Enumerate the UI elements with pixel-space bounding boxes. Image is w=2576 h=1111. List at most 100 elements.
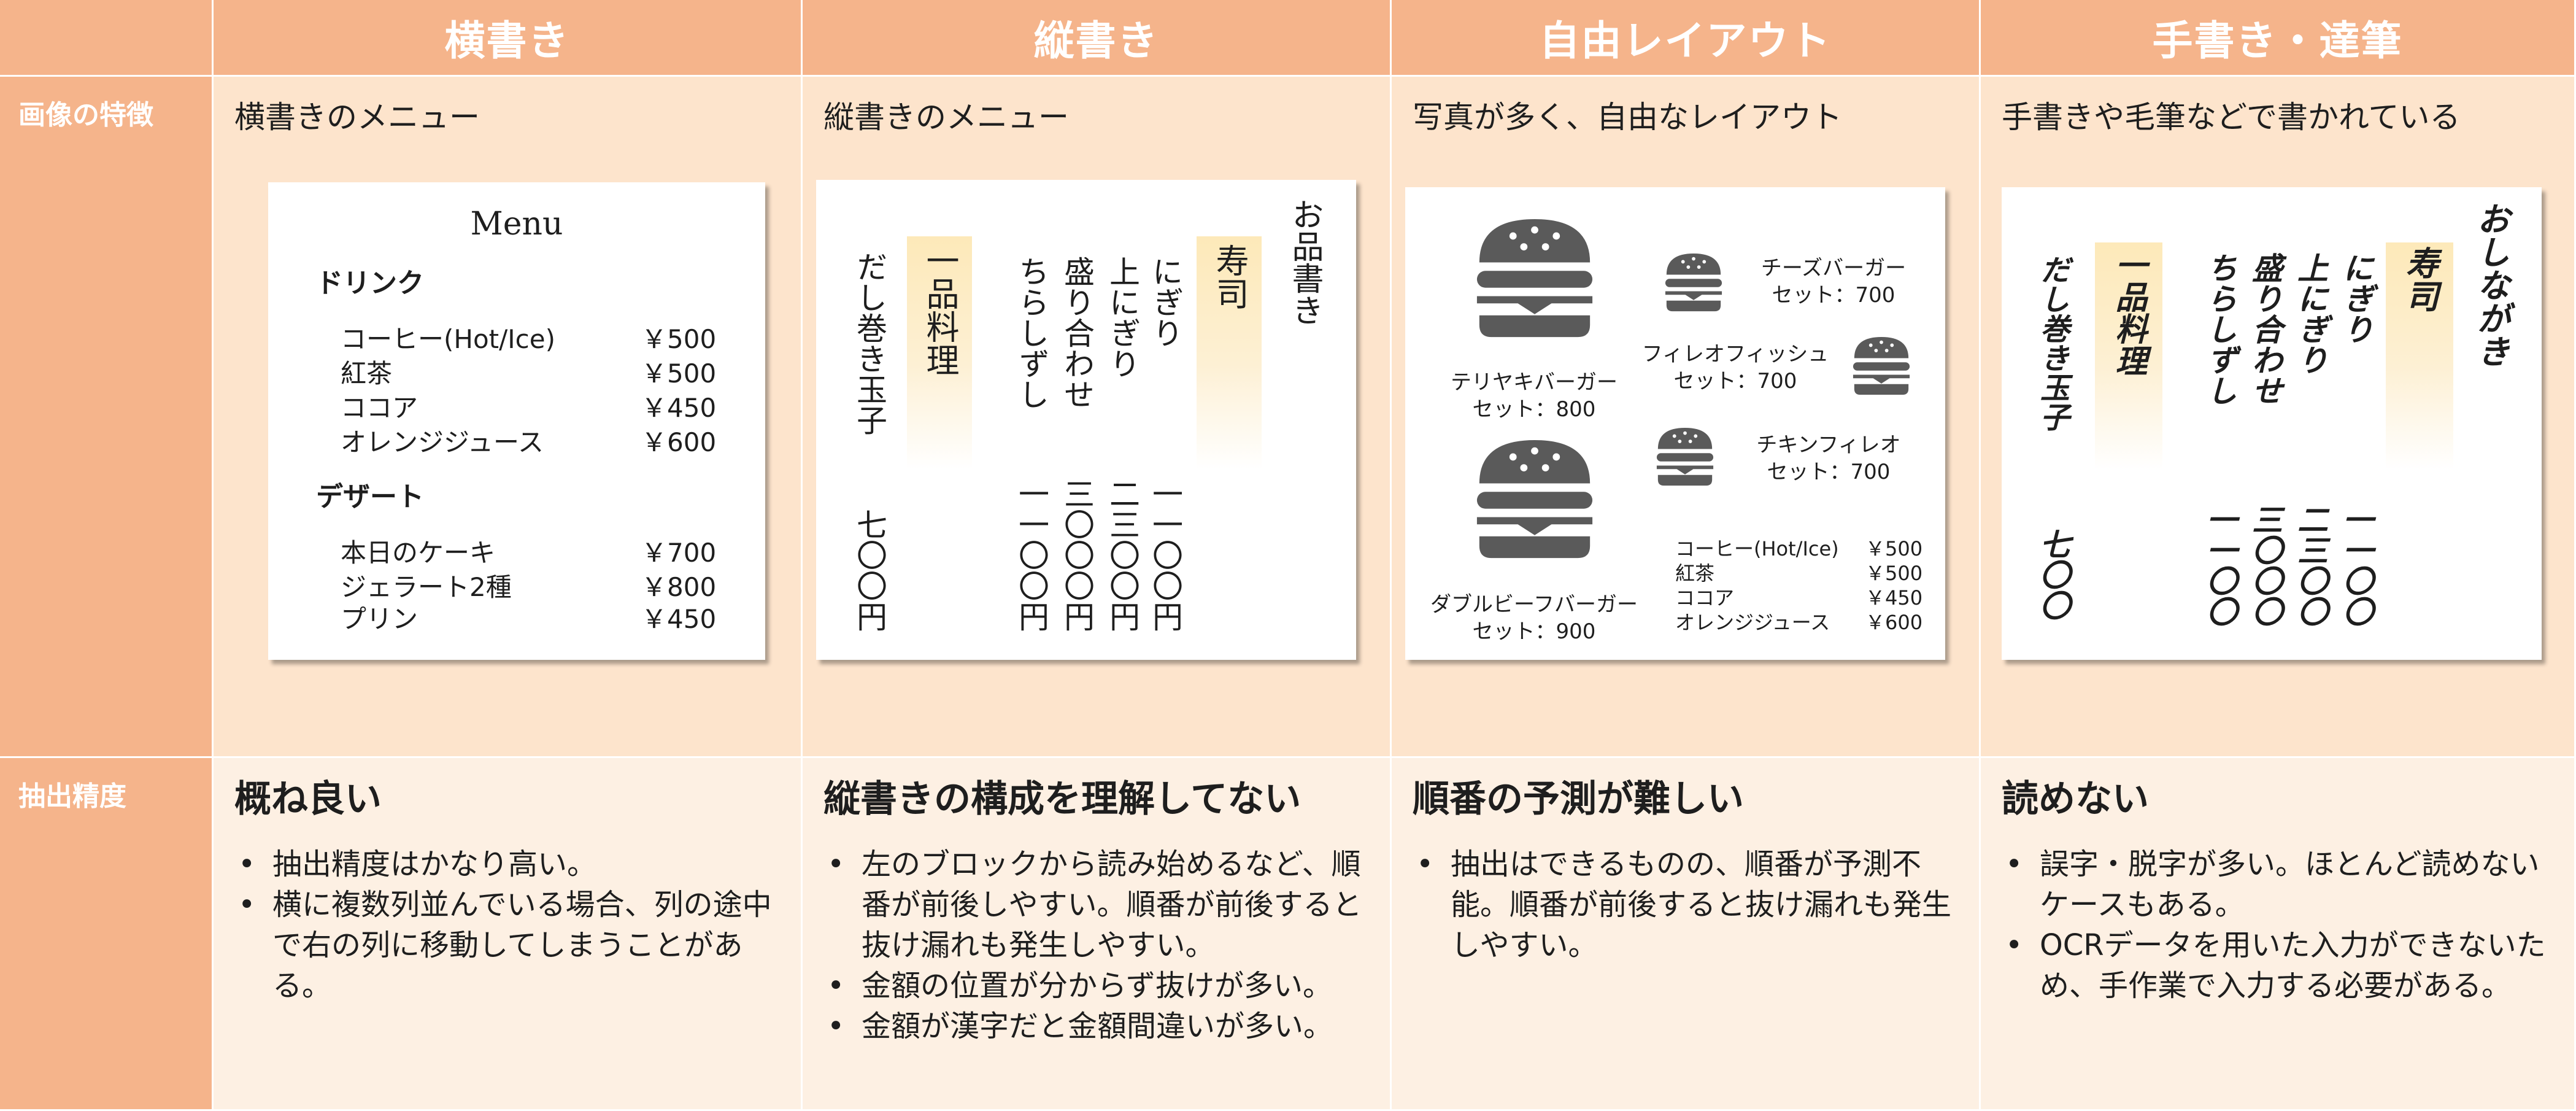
- accuracy-bullets-free: 抽出はできるものの、順番が予測不能。順番が前後すると抜け漏れも発生しやすい。: [1413, 844, 1968, 966]
- burger-name: チキンフィレオ: [1756, 433, 1901, 457]
- drink-name: オレンジジュース: [1675, 611, 1830, 634]
- burger-price: セット：800: [1472, 397, 1596, 422]
- drink-price: ￥450: [641, 393, 717, 423]
- feature-cell-free: 写真が多く、自由なレイアウト テリヤキバーガー セット：800 チーズバーガー …: [1392, 77, 1981, 758]
- menu-card-yoko: Menu ドリンク コーヒー(Hot/Ice) ￥500 紅茶 ￥500 ココア…: [268, 182, 765, 660]
- sushi-item-name: 盛り合わせ: [1059, 256, 1095, 409]
- burger-name: フィレオフィッシュ: [1641, 342, 1829, 366]
- drink-heading: ドリンク: [316, 268, 424, 299]
- menu-title: おしながき: [2471, 202, 2510, 368]
- sushi-item-price: 一一〇〇円: [1147, 478, 1183, 632]
- drink-name: オレンジジュース: [341, 427, 544, 457]
- feature-text-tate: 縦書きのメニュー: [823, 99, 1069, 135]
- sushi-item-name: ちらしずし: [1014, 256, 1049, 409]
- dessert-name: プリン: [341, 604, 418, 634]
- burger-price: セット：700: [1767, 460, 1891, 484]
- feature-text-yoko: 横書きのメニュー: [234, 99, 480, 135]
- sushi-item-name: ちらしずし: [2202, 252, 2238, 406]
- dessert-price: ￥800: [641, 572, 717, 602]
- drink-price: ￥600: [1865, 611, 1923, 634]
- dessert-price: ￥700: [641, 538, 717, 568]
- sushi-item-price: 一一〇〇: [2338, 504, 2374, 627]
- ippin-item-price: 七〇〇円: [852, 509, 887, 632]
- accuracy-title-hand: 読めない: [2002, 778, 2149, 821]
- ippin-item-name: だし巻き玉子: [2035, 255, 2069, 432]
- sushi-item-price: 一一〇〇: [2202, 504, 2238, 627]
- drink-name: コーヒー(Hot/Ice): [341, 324, 555, 354]
- drink-price: ￥500: [641, 358, 717, 389]
- drink-price: ￥500: [641, 324, 717, 354]
- header-hand: 手書き・達筆: [1981, 0, 2576, 77]
- drink-name: コーヒー(Hot/Ice): [1675, 537, 1839, 560]
- feature-cell-hand: 手書きや毛筆などで書かれている おしながき 寿司 にぎり 上にぎり 盛り合わせ …: [1981, 77, 2576, 758]
- sushi-item-name: 上にぎり: [1105, 256, 1140, 379]
- feature-cell-tate: 縦書きのメニュー お品書き 寿司 にぎり 上にぎり 盛り合わせ ちらしずし 一一…: [803, 77, 1392, 758]
- bullet-item: 金額が漢字だと金額間違いが多い。: [823, 1006, 1379, 1047]
- dessert-price: ￥450: [641, 604, 717, 634]
- ippin-highlight: [2095, 242, 2162, 470]
- sushi-item-price: 一一〇〇円: [1014, 478, 1049, 632]
- menu-title: Menu: [470, 206, 563, 242]
- feature-text-free: 写真が多く、自由なレイアウト: [1413, 99, 1842, 135]
- sushi-item-price: 三〇〇〇: [2247, 504, 2283, 627]
- ippin-highlight: [907, 236, 972, 470]
- hamburger-icon: [1656, 428, 1714, 486]
- dessert-heading: デザート: [316, 481, 424, 513]
- bullet-item: 金額の位置が分からず抜けが多い。: [823, 966, 1379, 1006]
- accuracy-bullets-tate: 左のブロックから読み始めるなど、順番が前後しやすい。順番が前後すると抜け漏れも発…: [823, 844, 1379, 1047]
- menu-card-tate: お品書き 寿司 にぎり 上にぎり 盛り合わせ ちらしずし 一一〇〇円 二三〇〇円…: [816, 180, 1356, 660]
- hamburger-icon: [1853, 337, 1910, 395]
- bullet-item: 抽出はできるものの、順番が予測不能。順番が前後すると抜け漏れも発生しやすい。: [1413, 844, 1968, 966]
- ippin-item-price: 七〇〇: [2035, 528, 2071, 621]
- row-label-features: 画像の特徴: [0, 77, 214, 758]
- sushi-item-price: 三〇〇〇円: [1059, 478, 1095, 632]
- bullet-item: OCRデータを用いた入力ができないため、手作業で入力する必要がある。: [2002, 925, 2557, 1006]
- bullet-item: 横に複数列並んでいる場合、列の途中で右の列に移動してしまうことがある。: [234, 885, 790, 1006]
- menu-card-free: テリヤキバーガー セット：800 チーズバーガー セット：700 フィレオフィッ…: [1405, 187, 1945, 660]
- ippin-heading: 一品料理: [2110, 249, 2147, 376]
- sushi-item-price: 二三〇〇円: [1105, 478, 1140, 632]
- menu-title: お品書き: [1286, 198, 1323, 326]
- bullet-item: 抽出精度はかなり高い。: [234, 844, 790, 885]
- hamburger-icon: [1476, 440, 1593, 559]
- dessert-name: ジェラート2種: [341, 572, 512, 602]
- sushi-highlight: [2386, 242, 2453, 470]
- header-yoko: 横書き: [214, 0, 803, 77]
- header-free: 自由レイアウト: [1392, 0, 1981, 77]
- burger-name: テリヤキバーガー: [1451, 370, 1618, 395]
- row-label-accuracy: 抽出精度: [0, 758, 214, 1111]
- drink-price: ￥500: [1865, 562, 1923, 585]
- sushi-item-name: にぎり: [1147, 256, 1183, 348]
- drink-name: ココア: [1675, 586, 1735, 610]
- sushi-item-name: 上にぎり: [2293, 252, 2329, 375]
- feature-text-hand: 手書きや毛筆などで書かれている: [2002, 99, 2461, 135]
- ippin-heading: 一品料理: [920, 244, 959, 376]
- sushi-heading: 寿司: [1210, 244, 1249, 310]
- accuracy-cell-hand: 読めない 誤字・脱字が多い。ほとんど読めないケースもある。 OCRデータを用いた…: [1981, 758, 2576, 1111]
- accuracy-title-free: 順番の予測が難しい: [1413, 778, 1744, 821]
- accuracy-cell-free: 順番の予測が難しい 抽出はできるものの、順番が予測不能。順番が前後すると抜け漏れ…: [1392, 758, 1981, 1111]
- drink-price: ￥600: [641, 427, 717, 457]
- burger-price: セット：700: [1673, 369, 1797, 393]
- sushi-item-name: 盛り合わせ: [2247, 252, 2283, 406]
- bullet-item: 左のブロックから読み始めるなど、順番が前後しやすい。順番が前後すると抜け漏れも発…: [823, 844, 1379, 966]
- drink-price: ￥450: [1865, 586, 1923, 610]
- accuracy-bullets-yoko: 抽出精度はかなり高い。 横に複数列並んでいる場合、列の途中で右の列に移動してしま…: [234, 844, 790, 1006]
- sushi-item-price: 二三〇〇: [2293, 504, 2329, 627]
- sushi-item-name: にぎり: [2338, 252, 2374, 344]
- burger-price: セット：700: [1772, 283, 1895, 308]
- burger-name: ダブルビーフバーガー: [1430, 592, 1638, 617]
- ippin-item-name: だし巻き玉子: [852, 251, 887, 435]
- burger-price: セット：900: [1472, 619, 1596, 644]
- feature-cell-yoko: 横書きのメニュー Menu ドリンク コーヒー(Hot/Ice) ￥500 紅茶…: [214, 77, 803, 758]
- header-tate: 縦書き: [803, 0, 1392, 77]
- menu-card-hand: おしながき 寿司 にぎり 上にぎり 盛り合わせ ちらしずし 一一〇〇 二三〇〇 …: [2002, 187, 2542, 660]
- accuracy-title-yoko: 概ね良い: [234, 778, 382, 821]
- hamburger-icon: [1665, 254, 1722, 312]
- dessert-name: 本日のケーキ: [341, 538, 496, 568]
- drink-name: 紅茶: [1675, 562, 1715, 585]
- accuracy-bullets-hand: 誤字・脱字が多い。ほとんど読めないケースもある。 OCRデータを用いた入力ができ…: [2002, 844, 2557, 1006]
- sushi-highlight: [1197, 236, 1262, 470]
- accuracy-cell-yoko: 概ね良い 抽出精度はかなり高い。 横に複数列並んでいる場合、列の途中で右の列に移…: [214, 758, 803, 1111]
